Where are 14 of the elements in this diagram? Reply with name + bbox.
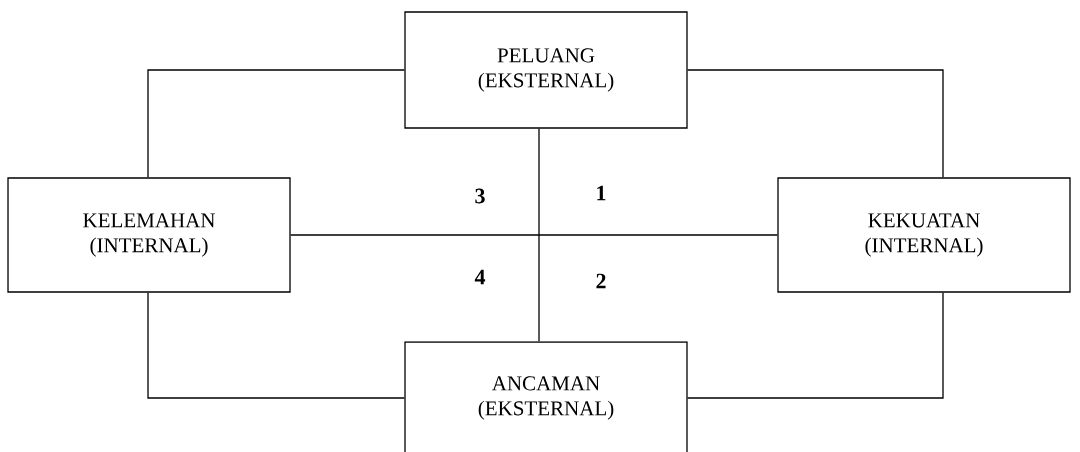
process-box: ANCAMAN (EKSTERNAL) <box>404 341 688 452</box>
quadrant-number: 1 <box>597 185 606 201</box>
quadrant-number: 3 <box>475 188 485 204</box>
process-box: PELUANG (EKSTERNAL) <box>404 11 688 129</box>
connector-line <box>290 234 778 236</box>
connector-line <box>147 292 405 399</box>
quadrant-number: 2 <box>596 273 606 289</box>
process-box: KEKUATAN (INTERNAL) <box>777 177 1071 293</box>
process-box: KELEMAHAN (INTERNAL) <box>7 177 291 293</box>
connector-line <box>538 128 540 342</box>
connector-line <box>147 69 405 178</box>
quadrant-number: 4 <box>474 269 486 285</box>
connector-line <box>687 69 944 178</box>
connector-line <box>687 292 944 399</box>
